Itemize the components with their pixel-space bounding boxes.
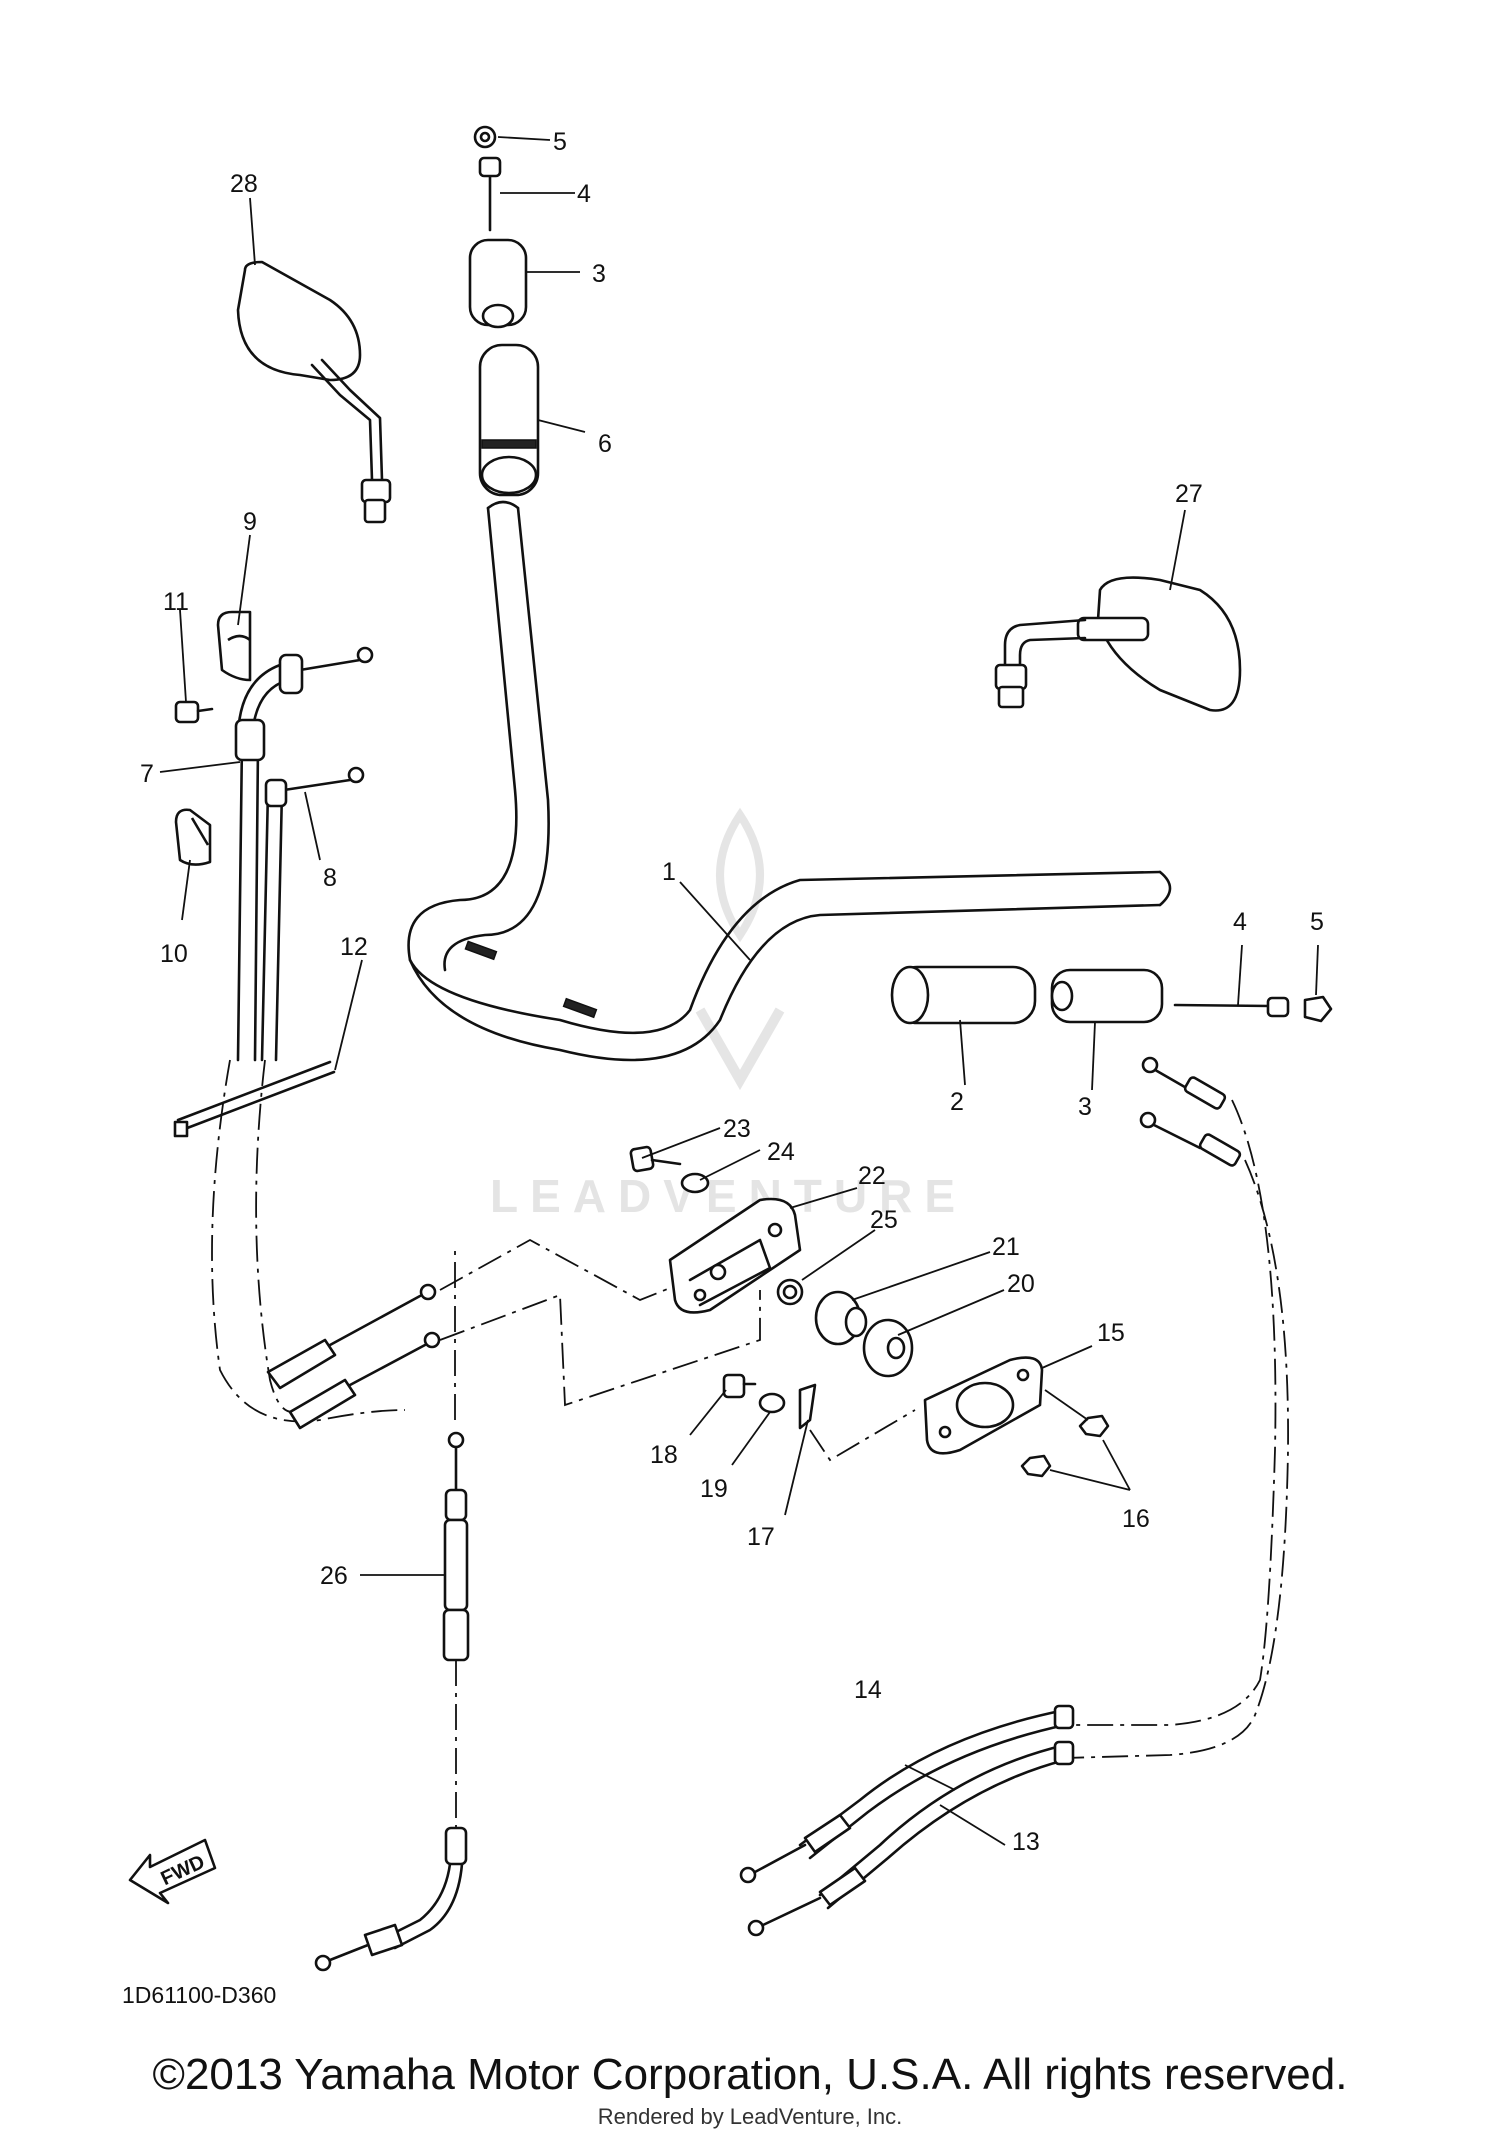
- callouts: 5 4 3 6 28 27 9 11 7 8 10 12 1 2 3 4 5 2…: [140, 128, 1324, 1856]
- cable-13-14[interactable]: [739, 1704, 1075, 1937]
- callout-20: 20: [1007, 1270, 1035, 1298]
- cable-holder[interactable]: [216, 610, 252, 682]
- callout-28: 28: [230, 170, 258, 198]
- callout-6: 6: [598, 430, 612, 458]
- screw-23[interactable]: [629, 1145, 682, 1173]
- callout-3-top: 3: [592, 260, 606, 288]
- callout-5-top: 5: [553, 128, 567, 156]
- callout-2: 2: [950, 1088, 964, 1116]
- callout-24: 24: [767, 1138, 795, 1166]
- throttle-cable-assembly[interactable]: [234, 646, 374, 1062]
- cable-clamp[interactable]: [174, 808, 212, 866]
- routing-line-lower: [439, 1290, 761, 1407]
- right-cable-route-2: [1064, 1159, 1289, 1759]
- callout-12: 12: [340, 933, 368, 961]
- copyright-notice: ©2013 Yamaha Motor Corporation, U.S.A. A…: [152, 2050, 1348, 2099]
- washer-19[interactable]: [758, 1392, 786, 1414]
- callout-4-right: 4: [1233, 908, 1247, 936]
- washer-24[interactable]: [680, 1172, 710, 1194]
- fwd-arrow-icon: FWD: [128, 1838, 217, 1905]
- watermark-text: LEADVENTURE: [490, 1170, 967, 1222]
- washer-top[interactable]: [473, 125, 497, 149]
- clip-17[interactable]: [798, 1383, 817, 1430]
- callout-3-right: 3: [1078, 1093, 1092, 1121]
- callout-23: 23: [723, 1115, 751, 1143]
- callout-25: 25: [870, 1206, 898, 1234]
- callout-10: 10: [160, 940, 188, 968]
- callout-7: 7: [140, 760, 154, 788]
- callout-22: 22: [858, 1162, 886, 1190]
- bar-end-weight-right[interactable]: [1050, 968, 1164, 1024]
- throttle-grip-left[interactable]: [478, 343, 540, 497]
- mirror-right[interactable]: [994, 576, 1242, 712]
- callout-15: 15: [1097, 1319, 1125, 1347]
- callout-21: 21: [992, 1233, 1020, 1261]
- callout-4-top: 4: [577, 180, 591, 208]
- spring-25[interactable]: [776, 1278, 804, 1306]
- cable-ends-switch[interactable]: [266, 1283, 441, 1430]
- bolt-right[interactable]: [1173, 996, 1290, 1018]
- mirror-left[interactable]: [236, 260, 392, 524]
- routing-line-upper: [439, 1238, 691, 1301]
- callout-8: 8: [323, 864, 337, 892]
- clamp-screw[interactable]: [174, 700, 214, 724]
- handlebar[interactable]: [407, 500, 1172, 1062]
- nuts-16[interactable]: [1020, 1414, 1110, 1478]
- screw-18[interactable]: [722, 1373, 757, 1399]
- switch-housing-upper[interactable]: [668, 1197, 802, 1314]
- callout-9: 9: [243, 508, 257, 536]
- leader-lines: [159, 136, 1319, 1846]
- callout-1: 1: [662, 858, 676, 886]
- callout-14: 14: [854, 1676, 882, 1704]
- diagram-code: 1D61100-D360: [122, 1982, 276, 2008]
- callout-13: 13: [1012, 1828, 1040, 1856]
- callout-26: 26: [320, 1562, 348, 1590]
- callout-27: 27: [1175, 480, 1203, 508]
- routing-line-17: [809, 1409, 916, 1462]
- rendered-by-notice: Rendered by LeadVenture, Inc.: [597, 2104, 903, 2129]
- callout-19: 19: [700, 1475, 728, 1503]
- switch-knob-20[interactable]: [862, 1318, 914, 1378]
- callout-17: 17: [747, 1523, 775, 1551]
- callout-16: 16: [1122, 1505, 1150, 1533]
- grip-right[interactable]: [890, 965, 1037, 1025]
- watermark-logo: [695, 807, 785, 1091]
- right-cable-route: [1065, 1099, 1277, 1726]
- washer-right[interactable]: [1303, 995, 1333, 1023]
- bolt-top[interactable]: [478, 156, 502, 232]
- callout-5-right: 5: [1310, 908, 1324, 936]
- bar-end-weight-top[interactable]: [468, 238, 528, 329]
- clutch-cable[interactable]: [314, 1431, 470, 1972]
- left-cable-route: [211, 1059, 406, 1423]
- throttle-cables-right[interactable]: [1139, 1056, 1242, 1167]
- cable-tie[interactable]: [173, 1060, 336, 1138]
- switch-knob-21[interactable]: [814, 1290, 868, 1346]
- callout-11: 11: [163, 588, 189, 616]
- callout-18: 18: [650, 1441, 678, 1469]
- switch-housing-lower[interactable]: [923, 1356, 1044, 1455]
